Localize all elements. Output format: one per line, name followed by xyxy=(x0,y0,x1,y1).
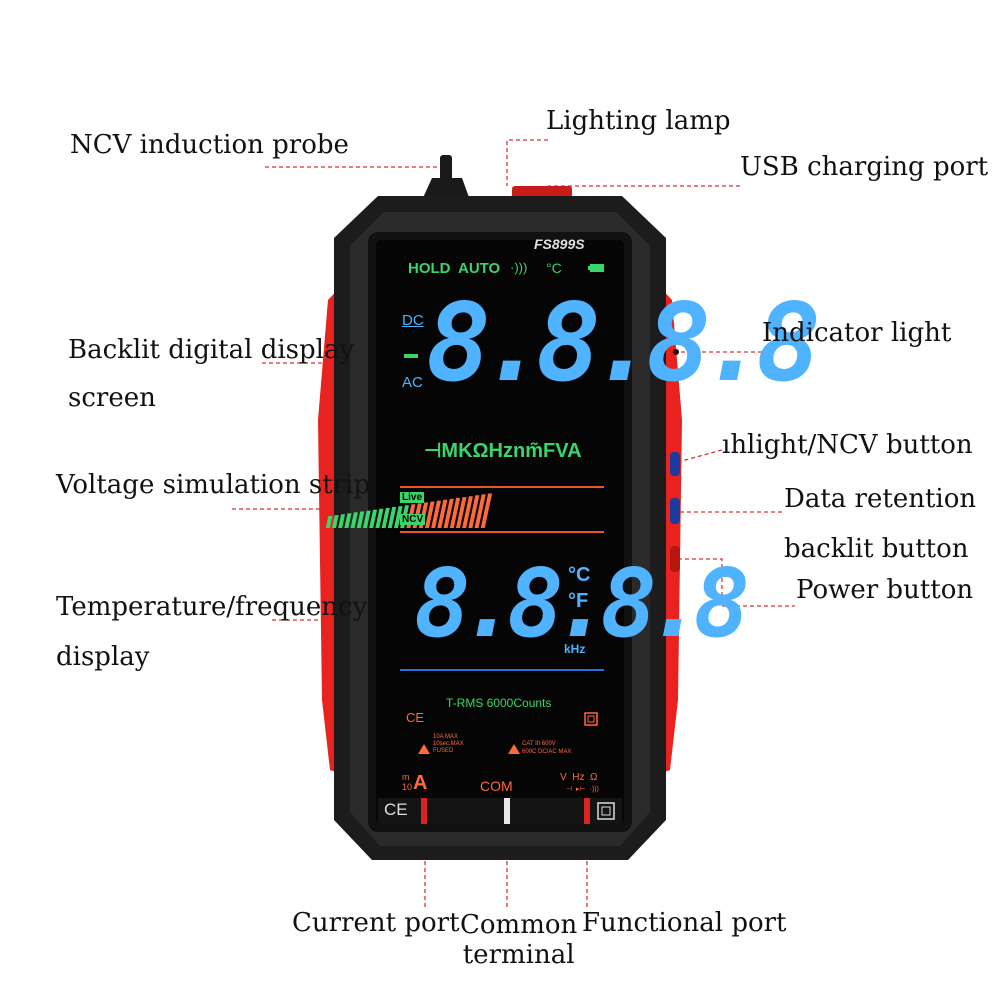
port-label-ma: m xyxy=(402,772,410,782)
callout-indicator-light: Indicator light xyxy=(762,318,952,348)
warning-left-line3: FUSED xyxy=(433,748,454,754)
warning-icon-right xyxy=(508,744,520,754)
warning-left-text: 10A MAX 10sec.MAX FUSED xyxy=(433,734,464,755)
strip-bar xyxy=(338,514,346,529)
strip-bar xyxy=(468,495,480,528)
ncv-probe xyxy=(440,155,452,185)
strip-bar xyxy=(375,508,384,528)
current-port-jack xyxy=(421,798,427,824)
ac-indicator: AC xyxy=(402,374,423,391)
double-insulation-bottom-icon xyxy=(597,802,615,820)
strip-bar xyxy=(462,496,473,529)
strip-bar xyxy=(325,516,333,528)
callout-backlit-display-line2: screen xyxy=(68,383,156,413)
dc-indicator: DC xyxy=(402,312,424,329)
flashlight-ncv-button-body xyxy=(670,452,680,476)
port-label-vhz: V Hz Ω xyxy=(560,772,598,783)
callout-usb-port: USB charging port xyxy=(740,152,989,182)
functional-port-jack xyxy=(584,798,590,824)
port-label-symbols: ⊣ ▸⊢ ·))) xyxy=(566,786,599,793)
strip-bar xyxy=(480,493,493,528)
double-insulation-icon xyxy=(584,712,598,726)
status-sound-icon: ·))) xyxy=(510,260,528,275)
warning-right-text: CAT III 600V 600C DC/AC MAX xyxy=(522,740,571,756)
ce-mark-bottom: CE xyxy=(384,800,408,819)
sub-unit-celsius: °C xyxy=(568,564,591,586)
warning-left-line1: 10A MAX xyxy=(433,734,459,740)
power-button-body xyxy=(670,546,680,572)
callout-common-line2: terminal xyxy=(462,940,575,970)
strip-bar xyxy=(362,510,371,529)
strip-bar xyxy=(387,507,397,528)
strip-bar xyxy=(424,501,435,529)
strip-bar xyxy=(443,498,454,528)
callout-power-button: Power button xyxy=(796,575,974,605)
strip-bar xyxy=(431,500,441,529)
status-celsius: °C xyxy=(546,260,562,276)
ncv-tag: NCV xyxy=(400,514,426,525)
strip-bar xyxy=(350,512,358,529)
live-tag: Live xyxy=(400,492,425,503)
strip-bar xyxy=(369,509,378,529)
strip-bar xyxy=(474,494,486,528)
callout-data-retention: Data retention xyxy=(784,484,977,514)
ncv-probe-base xyxy=(422,178,470,200)
warning-right-line2: 600C DC/AC MAX xyxy=(522,749,572,755)
callout-temp-freq: Temperature/frequency display xyxy=(56,582,367,682)
callout-lighting-lamp: Lighting lamp xyxy=(546,106,731,136)
status-hold: HOLD xyxy=(408,260,451,277)
callout-voltage-strip: Voltage simulation strip xyxy=(56,470,371,500)
data-retention-button-body xyxy=(670,498,680,524)
strip-bar xyxy=(437,499,448,528)
ce-mark-screen: CE xyxy=(406,710,425,725)
indicator-light-dot xyxy=(673,349,679,355)
port-label-a: A xyxy=(413,772,428,794)
strip-bar xyxy=(356,511,365,528)
strip-bar xyxy=(344,513,352,528)
port-strip xyxy=(378,798,622,824)
callout-backlit-display-line1: Backlit digital display xyxy=(68,335,355,365)
main-reading: 8.8.8.8 xyxy=(426,281,821,406)
callout-flashlight-ncv: ıhlight/NCV button xyxy=(722,430,973,460)
strip-bar xyxy=(381,507,390,528)
strip-bar xyxy=(449,498,461,528)
status-auto: AUTO xyxy=(458,260,501,277)
common-port-jack xyxy=(504,798,510,824)
callout-temp-freq-line1: Temperature/frequency xyxy=(56,592,368,622)
strip-bar xyxy=(393,506,403,529)
model-label: FS899S xyxy=(534,236,585,252)
warning-left-line2: 10sec.MAX xyxy=(433,741,464,747)
strip-bar xyxy=(331,515,339,528)
minus-indicator xyxy=(404,354,418,358)
warning-icon-left xyxy=(418,744,430,754)
callout-current-port: Current port xyxy=(292,908,460,938)
callout-backlit-button: backlit button xyxy=(784,534,969,564)
callout-common: Common terminal xyxy=(460,910,577,970)
callout-functional-port: Functional port xyxy=(582,908,787,938)
trms-label: T-RMS 6000Counts xyxy=(446,696,552,710)
sub-unit-khz: kHz xyxy=(564,642,586,656)
strip-bar xyxy=(455,497,467,529)
port-label-com: COM xyxy=(480,778,513,794)
port-label-10: 10 xyxy=(402,782,413,792)
sub-reading: 8.8.8.8 xyxy=(414,550,750,659)
units-row: ⊣MKΩHznm̃FVA xyxy=(424,440,582,462)
usb-port-cover xyxy=(512,186,572,198)
warning-right-line1: CAT III 600V xyxy=(522,741,556,747)
callout-common-line1: Common xyxy=(460,910,578,940)
battery-icon xyxy=(590,264,604,272)
sub-unit-fahrenheit: °F xyxy=(568,590,589,612)
callout-ncv-probe: NCV induction probe xyxy=(70,130,349,160)
callout-temp-freq-line2: display xyxy=(56,642,150,672)
callout-backlit-display: Backlit digital display screen xyxy=(68,326,354,422)
